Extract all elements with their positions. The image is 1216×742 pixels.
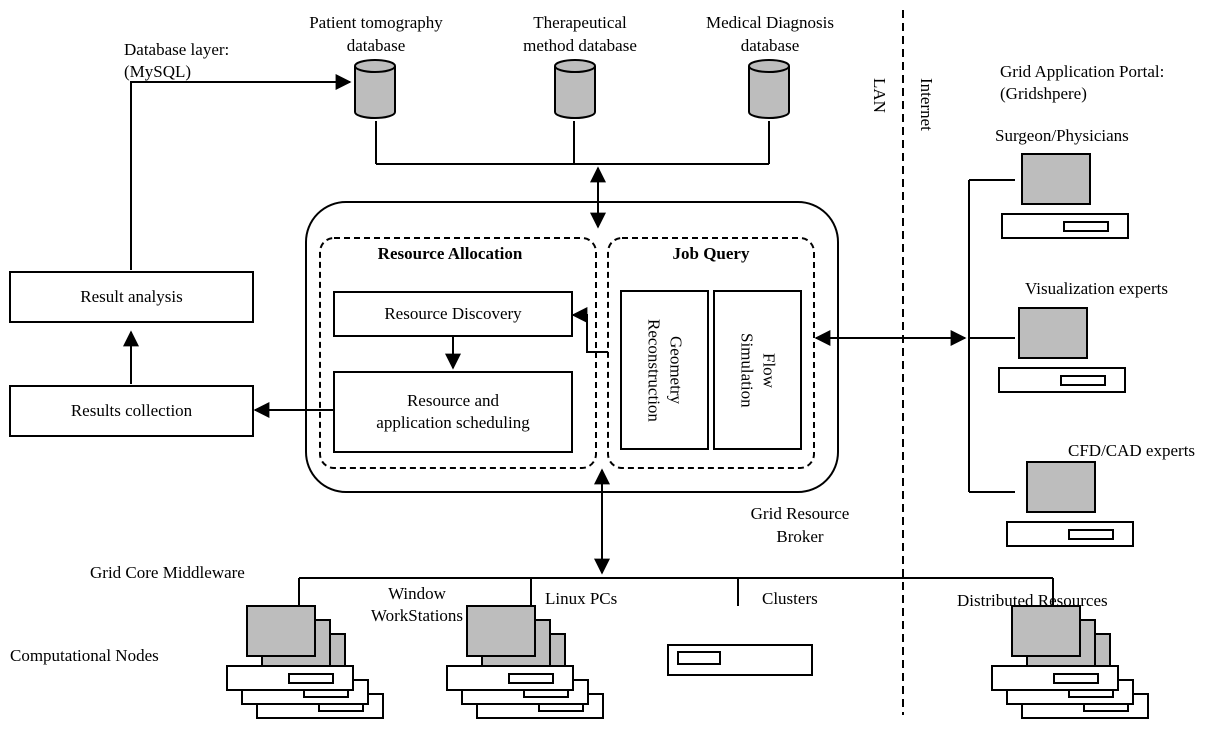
window-label-2: WorkStations [370,606,464,625]
visualization-label: Visualization experts [1025,279,1168,298]
database-bus [375,121,770,165]
window-label-1: Window [388,584,446,603]
cluster-server-icon [667,644,813,676]
cfd-label: CFD/CAD experts [1068,441,1196,460]
scheduling-label-1: Resource and [406,391,500,410]
scheduling-box: Resource and application scheduling [333,371,573,453]
result-analysis-box: Result analysis [9,271,254,323]
clusters-label: Clusters [762,589,818,608]
geometry-label-2: Reconstruction [644,318,664,422]
flow-label-1: Flow [759,352,779,388]
geometry-reconstruction-box: Geometry Reconstruction [620,290,709,450]
job-query-title: Job Query [672,244,750,263]
portal-title: Grid Application Portal: [1000,62,1165,81]
internet-label: Internet [917,78,936,131]
resource-discovery-box: Resource Discovery [333,291,573,337]
database-layer-label: Database layer: [124,40,230,59]
resource-allocation-title: Resource Allocation [377,244,523,263]
patient-db-label-1: Patient tomography [309,13,443,32]
diagnosis-database-icon [748,59,790,119]
geometry-label-1: Geometry [666,336,686,404]
lan-label: LAN [870,78,889,113]
middleware-bus [298,577,1054,606]
computational-nodes-label: Computational Nodes [10,646,159,665]
analysis-to-db-arrow [130,74,352,270]
portal-tech: (Gridshpere) [1000,84,1087,103]
visualization-computer-icon [998,307,1126,393]
results-collection-box: Results collection [9,385,254,437]
patient-db-label-2: database [346,36,406,55]
diagnosis-db-label-2: database [740,36,800,55]
cfd-computer-icon [1006,461,1134,547]
middleware-title: Grid Core Middleware [90,563,245,582]
geometry-reconstruction-label: Geometry Reconstruction [643,319,687,422]
therapeutic-db-label-1: Therapeutical [533,13,627,32]
grid-resource-broker-label-2: Broker [776,527,824,546]
patient-database-icon [354,59,396,119]
linux-label: Linux PCs [545,589,618,608]
broker-container [305,201,839,493]
therapeutic-database-icon [554,59,596,119]
distributed-resources-icon [991,605,1149,719]
diagnosis-db-label-1: Medical Diagnosis [706,13,834,32]
distributed-label: Distributed Resources [957,591,1108,610]
flow-label-2: Simulation [737,332,757,408]
flow-simulation-label: Flow Simulation [736,333,780,408]
flow-simulation-box: Flow Simulation [713,290,802,450]
scheduling-label-2: application scheduling [376,413,530,432]
portal-bus [968,179,1015,493]
database-layer-tech: (MySQL) [124,62,192,81]
jobquery-to-discovery-arrow [571,307,608,353]
grid-resource-broker-label-1: Grid Resource [750,504,850,523]
surgeon-label: Surgeon/Physicians [995,126,1129,145]
therapeutic-db-label-2: method database [523,36,637,55]
surgeon-computer-icon [1001,153,1129,239]
